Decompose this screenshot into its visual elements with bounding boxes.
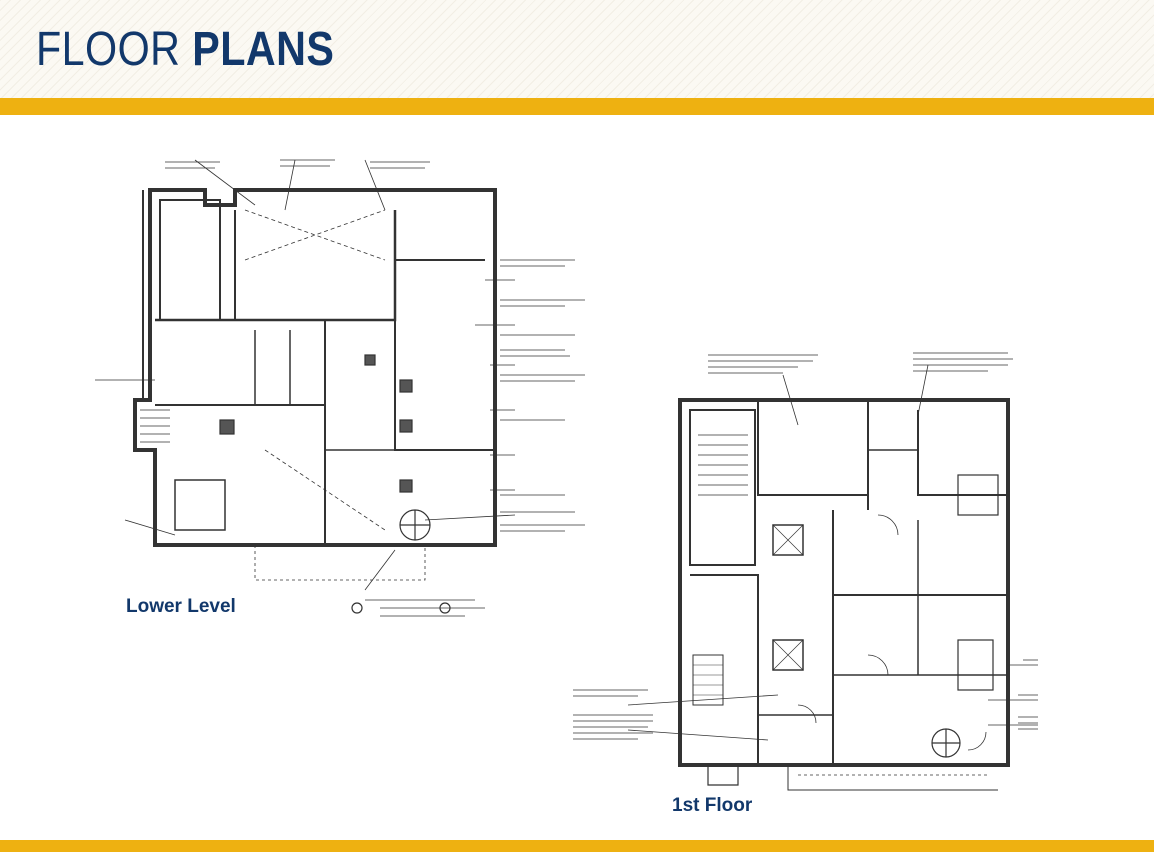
title-light: FLOOR (36, 23, 181, 76)
first-floor-label: 1st Floor (672, 795, 753, 816)
accent-bar-bottom (0, 840, 1154, 852)
first-floor-floor-plan (568, 345, 1038, 805)
lower-level-floor-plan (95, 150, 605, 620)
lower-level-label: Lower Level (126, 596, 236, 617)
title-bold: PLANS (192, 23, 335, 76)
header-banner: FLOOR PLANS (0, 0, 1154, 98)
page-title: FLOOR PLANS (36, 22, 334, 78)
accent-bar-top (0, 98, 1154, 115)
